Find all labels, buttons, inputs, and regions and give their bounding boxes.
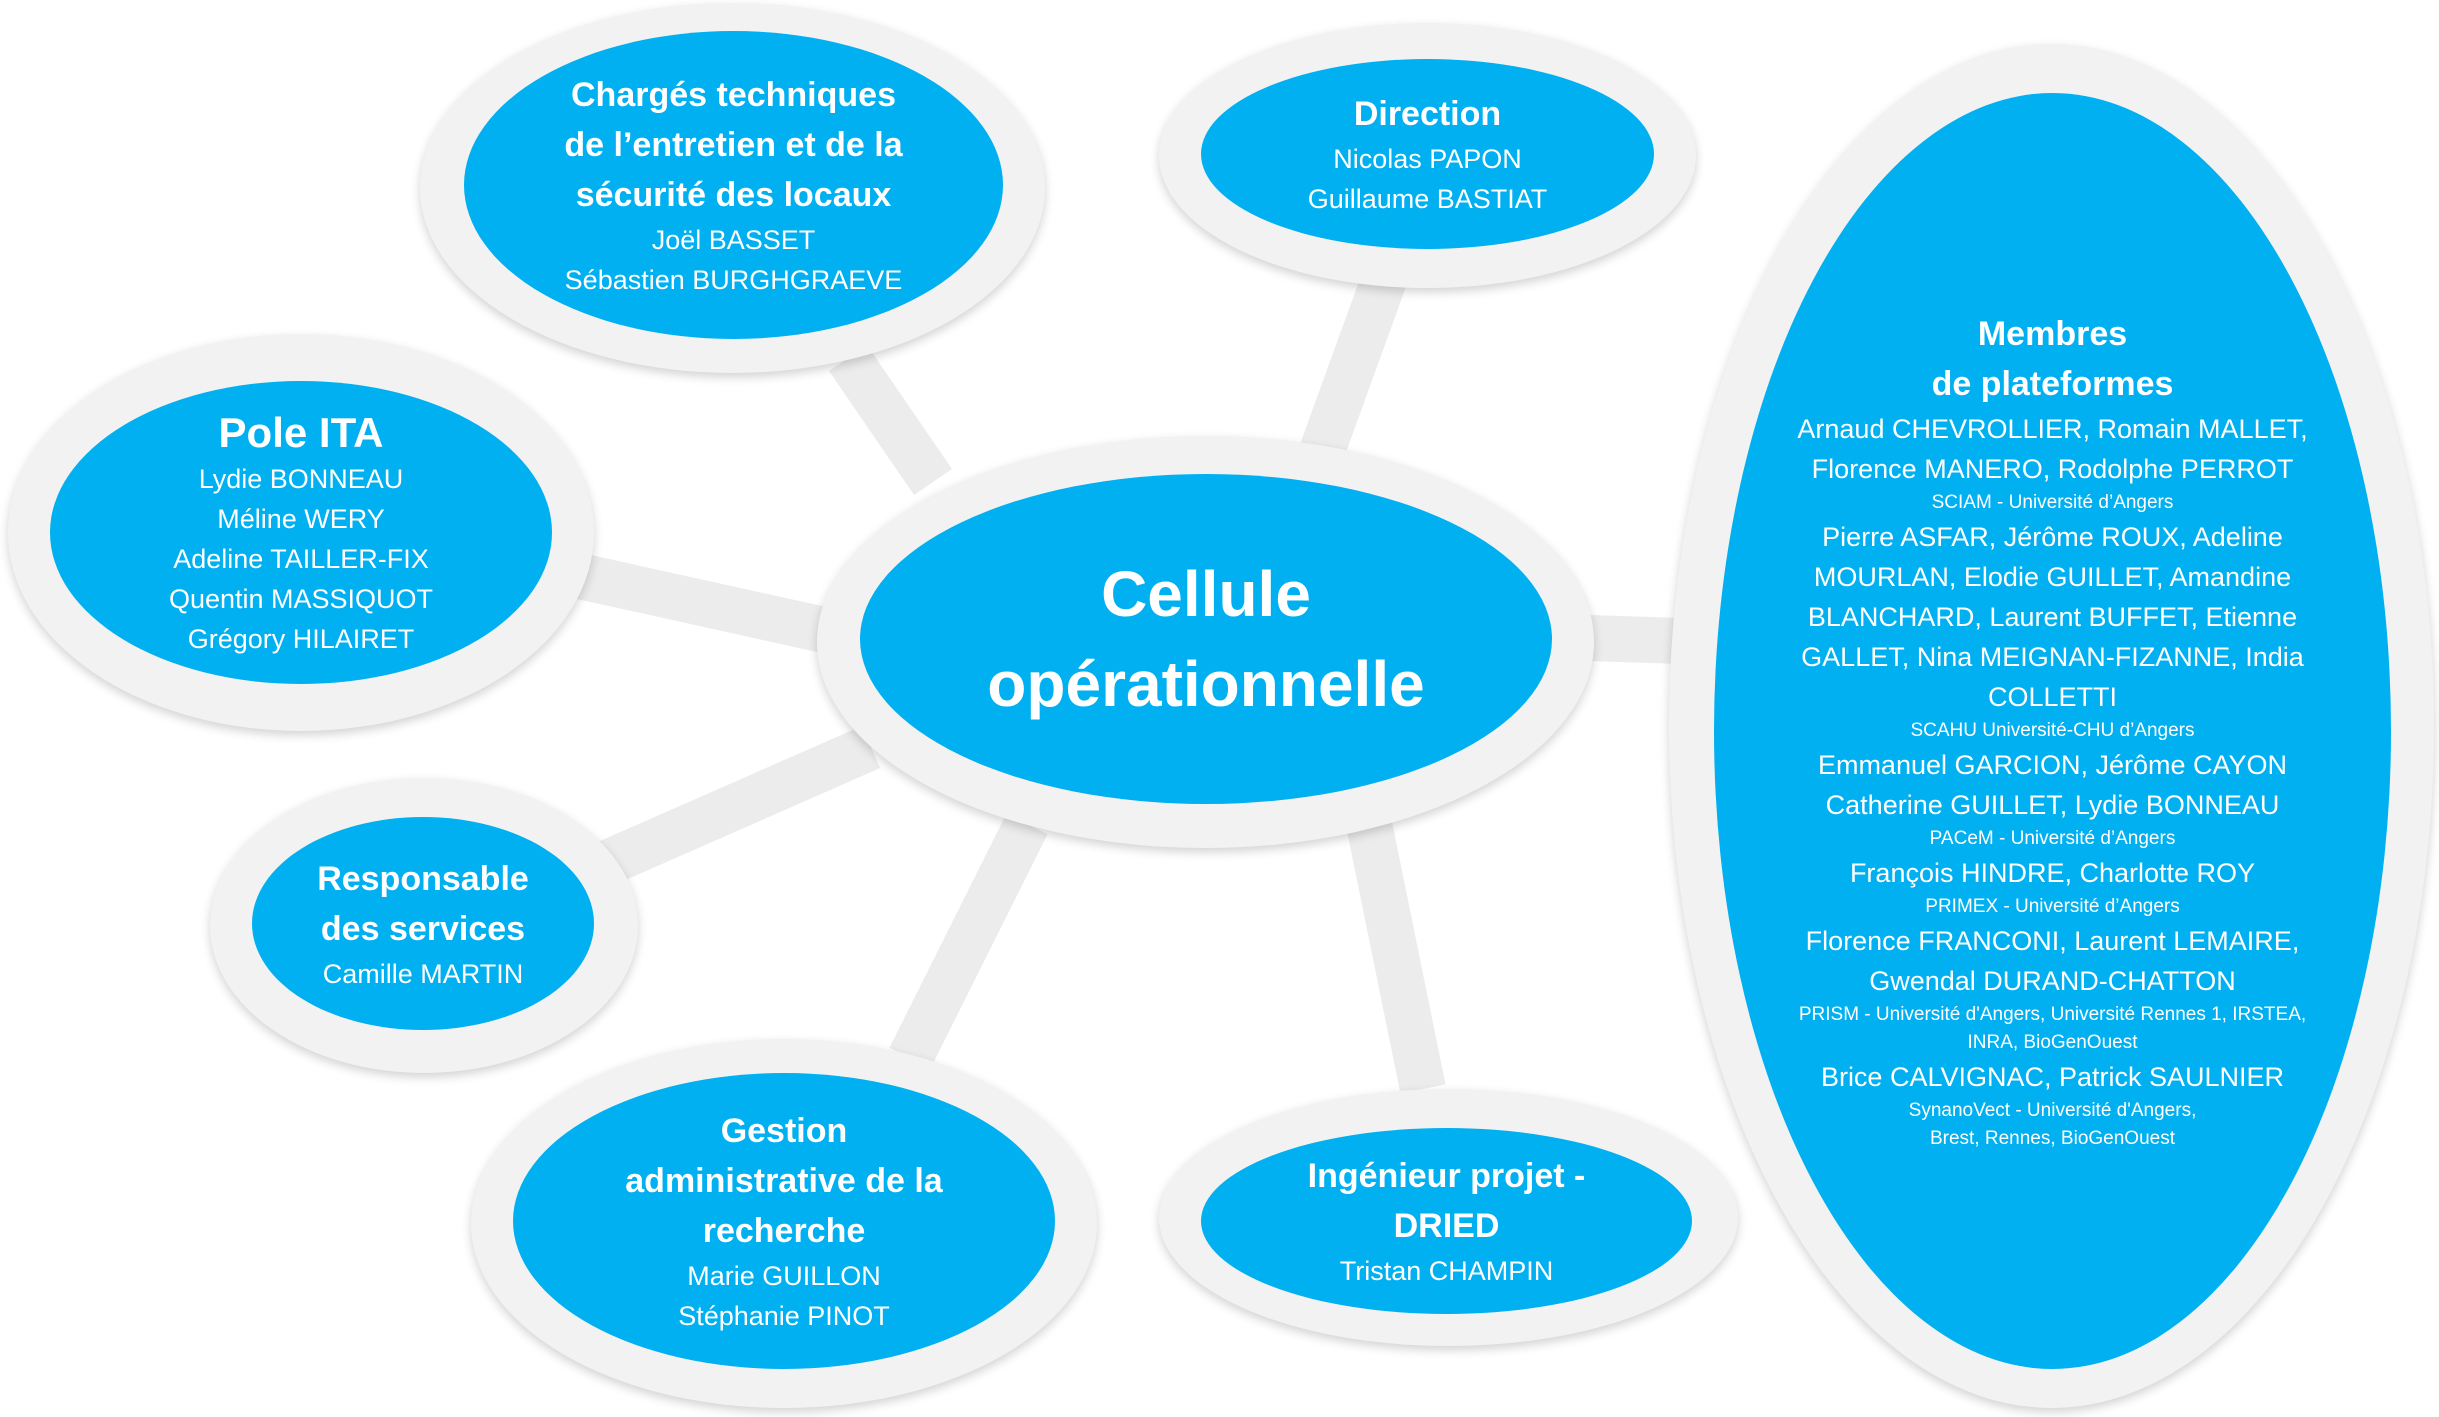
center-node: Cellule opérationnelle bbox=[860, 474, 1552, 804]
direction-title: Direction bbox=[1353, 95, 1502, 133]
gestion-node: Gestion administrative de la recherche M… bbox=[513, 1073, 1055, 1369]
pole-ita-name: Adeline TAILLER-FIX bbox=[173, 543, 429, 574]
pole-ita-name: Quentin MASSIQUOT bbox=[168, 583, 434, 614]
ingenieur-name: Tristan CHAMPIN bbox=[1339, 1256, 1554, 1286]
membres-title-2: de plateformes bbox=[1931, 365, 2174, 403]
ingenieur-title-2: DRIED bbox=[1393, 1207, 1500, 1245]
charges-title-1: Chargés techniques bbox=[571, 76, 896, 114]
membres-group-platform: PRIMEX - Université d’Angers bbox=[1925, 896, 2180, 917]
direction-node: Direction Nicolas PAPON Guillaume BASTIA… bbox=[1201, 59, 1654, 249]
membres-group-platform: SCIAM - Université d’Angers bbox=[1931, 492, 2174, 513]
membres-node: Membres de plateformes Arnaud CHEVROLLIE… bbox=[1714, 93, 2391, 1369]
charges-title-2: de l’entretien et de la bbox=[564, 126, 903, 164]
gestion-title-3: recherche bbox=[702, 1212, 866, 1250]
ingenieur-node: Ingénieur projet - DRIED Tristan CHAMPIN bbox=[1201, 1128, 1692, 1314]
membres-group-names: Brice CALVIGNAC, Patrick SAULNIER bbox=[1820, 1062, 2285, 1092]
membres-group-names: Catherine GUILLET, Lydie BONNEAU bbox=[1825, 790, 2280, 820]
responsable-node: Responsable des services Camille MARTIN bbox=[252, 817, 594, 1030]
pole-ita-node: Pole ITA Lydie BONNEAU Méline WERY Adeli… bbox=[50, 381, 552, 684]
charges-name: Joël BASSET bbox=[651, 225, 816, 255]
connector-gestion bbox=[889, 813, 1048, 1069]
gestion-name: Stéphanie PINOT bbox=[678, 1301, 890, 1331]
membres-group-platform: PACeM - Université d’Angers bbox=[1929, 828, 2176, 849]
center-title-2: opérationnelle bbox=[987, 648, 1425, 720]
membres-group-names: François HINDRE, Charlotte ROY bbox=[1849, 858, 2256, 888]
responsable-title-2: des services bbox=[320, 909, 526, 948]
pole-ita-name: Lydie BONNEAU bbox=[198, 463, 404, 494]
membres-group-platform: SCAHU Université-CHU d’Angers bbox=[1910, 720, 2195, 741]
membres-group-names: Emmanuel GARCION, Jérôme CAYON bbox=[1817, 750, 2288, 780]
connector-charges bbox=[829, 344, 952, 496]
pole-ita-name: Méline WERY bbox=[217, 503, 385, 534]
connector-direction bbox=[1300, 272, 1406, 459]
gestion-title-1: Gestion bbox=[720, 1112, 848, 1150]
ingenieur-title-1: Ingénieur projet - bbox=[1307, 1157, 1586, 1195]
direction-name: Guillaume BASTIAT bbox=[1307, 184, 1548, 214]
membres-group-names: Florence FRANCONI, Laurent LEMAIRE, Gwen… bbox=[1805, 926, 2300, 996]
charges-name: Sébastien BURGHGRAEVE bbox=[564, 265, 903, 295]
pole-ita-name: Grégory HILAIRET bbox=[187, 623, 415, 654]
charges-node: Chargés techniques de l’entretien et de … bbox=[464, 31, 1003, 339]
membres-group-names: Arnaud CHEVROLLIER, Romain MALLET, Flore… bbox=[1797, 414, 2308, 484]
connector-pole-ita bbox=[570, 552, 829, 653]
membres-group-platform: SynanoVect - Université d'Angers, Brest,… bbox=[1908, 1100, 2197, 1149]
direction-name: Nicolas PAPON bbox=[1333, 144, 1522, 174]
gestion-name: Marie GUILLON bbox=[687, 1261, 881, 1291]
connector-responsable bbox=[597, 725, 881, 885]
membres-group-names: Pierre ASFAR, Jérôme ROUX, Adeline MOURL… bbox=[1801, 522, 2304, 712]
responsable-name: Camille MARTIN bbox=[322, 958, 524, 989]
responsable-title-1: Responsable bbox=[317, 859, 529, 898]
membres-title-1: Membres bbox=[1977, 315, 2128, 353]
charges-title-3: sécurité des locaux bbox=[575, 176, 892, 214]
connector-membres bbox=[1589, 615, 1681, 664]
membres-group-platform: PRISM - Université d'Angers, Université … bbox=[1798, 1004, 2307, 1053]
pole-ita-title: Pole ITA bbox=[218, 408, 384, 456]
gestion-title-2: administrative de la bbox=[625, 1162, 943, 1200]
center-title-1: Cellule bbox=[1101, 558, 1311, 630]
connector-ingenieur bbox=[1346, 819, 1446, 1094]
